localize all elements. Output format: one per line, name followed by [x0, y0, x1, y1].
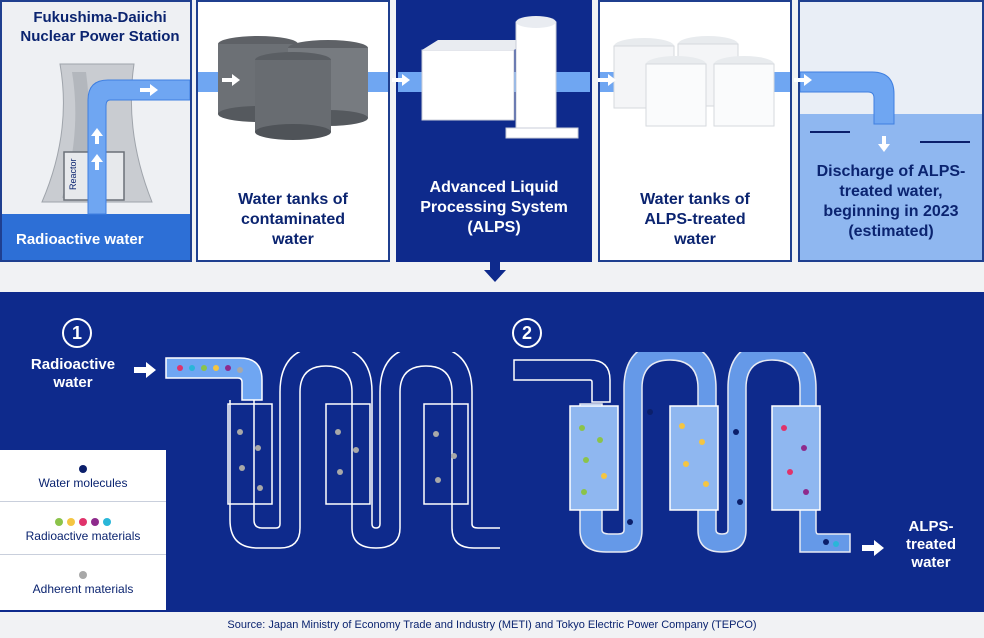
radioactive-water-label: Radioactive water	[16, 231, 144, 248]
alps-illustration	[398, 16, 590, 139]
adherent-materials-icon	[0, 566, 166, 579]
panel-discharge: Discharge of ALPS-treated water, beginni…	[798, 0, 984, 262]
legend-label-adherent: Adherent materials	[32, 582, 134, 596]
legend-item-water: Water molecules	[0, 450, 166, 502]
output-treated-water-label: ALPS-treated water	[905, 518, 957, 571]
process-2-diagram	[513, 352, 851, 553]
discharge-illustration	[800, 71, 982, 260]
step-1-badge: 1	[62, 318, 92, 348]
output-arrow	[862, 540, 884, 556]
flow-arrows-top	[222, 74, 812, 86]
station-title: Fukushima-Daiichi Nuclear Power Station	[20, 9, 180, 45]
discharge-label: Discharge of ALPS-treated water, beginni…	[816, 163, 966, 240]
treated-tanks-label: Water tanks of ALPS-treated water	[640, 191, 750, 248]
legend-label-water: Water molecules	[38, 476, 128, 490]
treated-tanks-illustration	[600, 36, 790, 127]
step-2-badge: 2	[512, 318, 542, 348]
input-radioactive-water-label: Radioactive water	[30, 356, 116, 391]
source-caption: Source: Japan Ministry of Economy Trade …	[0, 612, 984, 638]
down-arrow-alps	[484, 262, 506, 282]
reactor-illustration: Reactor	[2, 63, 190, 260]
panel-alps: Advanced Liquid Processing System (ALPS)	[396, 0, 592, 262]
legend: Water molecules Radioactive materials Ad…	[0, 450, 166, 610]
contaminated-tanks-label: Water tanks of contaminated water	[238, 191, 348, 248]
water-molecule-icon	[0, 460, 166, 473]
legend-item-radioactive: Radioactive materials	[0, 503, 166, 555]
process-1-diagram	[134, 352, 500, 549]
panel-contaminated-tanks: Water tanks of contaminated water	[196, 0, 390, 262]
panel-treated-tanks: Water tanks of ALPS-treated water	[598, 0, 792, 262]
radioactive-materials-icon	[0, 513, 166, 526]
legend-item-adherent: Adherent materials	[0, 556, 166, 608]
panel-reactor: Fukushima-Daiichi Nuclear Power Station …	[0, 0, 192, 262]
reactor-label: Reactor	[68, 158, 78, 190]
legend-label-radioactive: Radioactive materials	[25, 529, 141, 543]
alps-label: Advanced Liquid Processing System (ALPS)	[420, 179, 568, 236]
